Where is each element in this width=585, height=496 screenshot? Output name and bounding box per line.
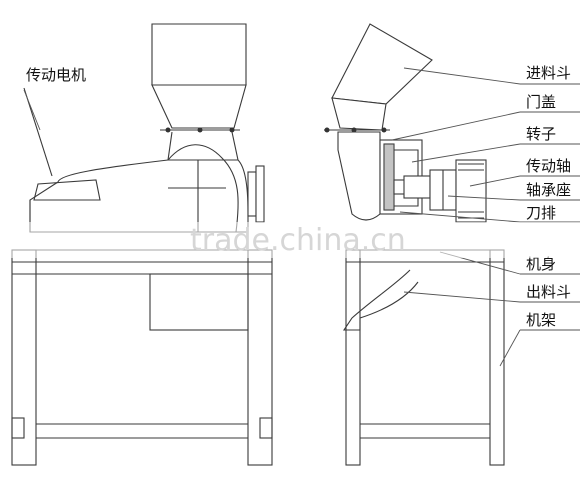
bolt-icon [165,127,171,133]
label-hopper: 进料斗 [526,64,571,82]
left-side-view [11,23,273,466]
pulley [455,159,487,223]
label-blade-row: 刀排 [526,204,556,222]
right-hopper [331,23,433,105]
label-drive-shaft: 传动轴 [526,157,571,175]
label-frame: 机架 [526,311,556,329]
label-discharge-hopper: 出料斗 [526,283,571,301]
bolt-icon [324,127,330,133]
leader-lines [23,67,580,367]
label-bearing-seat: 轴承座 [526,181,571,199]
bolt-icon [229,127,235,133]
left-hopper-taper [151,84,247,129]
bolt-icon [381,127,387,133]
watermark: trade.china.cn [190,223,406,258]
label-rotor: 转子 [526,125,556,143]
left-chamber [29,159,249,233]
part-labels: 传动电机 进料斗 门盖 转子 传动轴 轴承座 刀排 机身 出料斗 机架 [26,64,571,329]
right-front-view [324,23,505,466]
label-door-cover: 门盖 [526,93,556,111]
label-motor: 传动电机 [26,66,86,84]
label-body: 机身 [526,255,556,273]
left-hopper-box [151,23,247,86]
bolt-icon [197,127,203,133]
right-chamber [337,131,381,221]
bolt-icon [351,127,357,133]
discharge-hopper [342,269,419,331]
